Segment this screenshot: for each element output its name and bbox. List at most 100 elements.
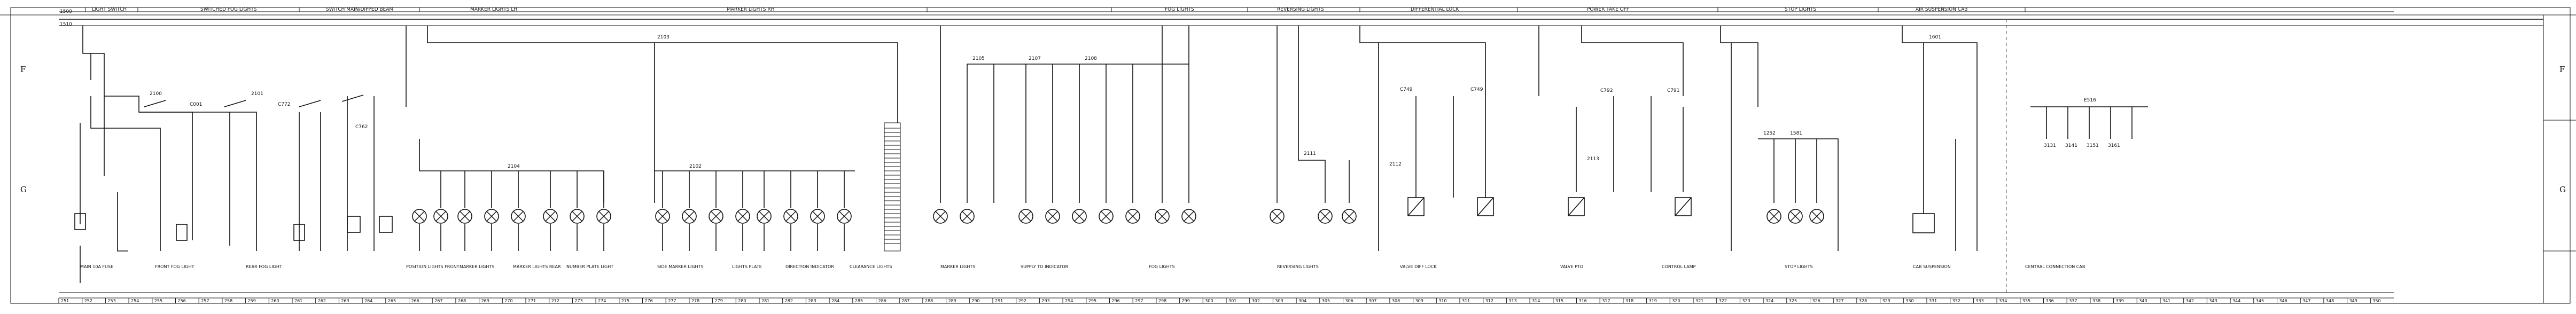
index-number: 321: [1695, 299, 1703, 303]
component-code: E516: [2084, 98, 2096, 103]
footer-description: MAIN 10A FUSE: [80, 264, 113, 269]
lamp-symbol: [457, 209, 472, 224]
lamp-group-stop: [1766, 209, 1824, 224]
index-number: 290: [971, 299, 979, 303]
index-number: 339: [2116, 299, 2124, 303]
index-number: 338: [2092, 299, 2100, 303]
component-code: C792: [1600, 88, 1613, 93]
index-number: 337: [2069, 299, 2077, 303]
wire-number: 2105: [972, 56, 985, 61]
lamp-symbol: [757, 209, 772, 224]
index-number: 342: [2186, 299, 2194, 303]
wire-number: 2113: [1587, 156, 1599, 162]
lamp-symbol: [596, 209, 611, 224]
footer-description: CENTRAL CONNECTION CAB: [2025, 264, 2085, 269]
lamp-symbol: [433, 209, 448, 224]
lamp-symbol: [1788, 209, 1803, 224]
lamp-symbol: [1181, 209, 1196, 224]
section-light-switch: LIGHT SWITCH: [92, 7, 127, 12]
index-number: 255: [154, 299, 162, 303]
footer-description: SUPPLY TO INDICATOR: [1021, 264, 1069, 269]
lamp-symbol: [484, 209, 499, 224]
wire-number: 3141: [2065, 143, 2077, 148]
index-number: 317: [1602, 299, 1610, 303]
index-number: 269: [481, 299, 489, 303]
index-number: 300: [1205, 299, 1213, 303]
index-number: 326: [1812, 299, 1820, 303]
index-number: 265: [388, 299, 396, 303]
index-number: 340: [2139, 299, 2147, 303]
header-bands: LIGHT SWITCH SWITCHED FOG LIGHTS SWITCH …: [59, 7, 2543, 26]
index-number: 324: [1765, 299, 1773, 303]
wire-number: 2107: [1029, 56, 1041, 61]
footer-description: MARKER LIGHTS: [940, 264, 975, 269]
index-number: 311: [1462, 299, 1470, 303]
index-number: 260: [271, 299, 279, 303]
index-number: 327: [1835, 299, 1843, 303]
index-number: 344: [2232, 299, 2240, 303]
lamp-group-reversing: [1270, 209, 1357, 224]
power-take-off: C792 C791 2113: [1538, 26, 1692, 216]
connector-block: [884, 64, 901, 252]
index-number: 276: [645, 299, 653, 303]
wire-number: 2101: [251, 91, 263, 97]
lamp-symbol: [1099, 209, 1114, 224]
index-number: 319: [1649, 299, 1657, 303]
index-number: 291: [995, 299, 1003, 303]
wire-number: 2102: [689, 164, 702, 169]
index-number: 270: [504, 299, 512, 303]
index-number: 346: [2279, 299, 2287, 303]
footer-description: POSITION LIGHTS FRONT: [406, 264, 460, 269]
wire-number: 3151: [2087, 143, 2099, 148]
right-row-label-f: F: [2559, 65, 2565, 74]
wire-number: 2104: [508, 164, 520, 169]
footer-description: VALVE DIFF LOCK: [1400, 264, 1437, 269]
lamp-symbol: [1766, 209, 1781, 224]
footer-description: NUMBER PLATE LIGHT: [566, 264, 613, 269]
footer-description: VALVE PTO: [1560, 264, 1583, 269]
footer-description: CONTROL LAMP: [1662, 264, 1696, 269]
section-air-suspension-cab: AIR SUSPENSION CAB: [1916, 7, 1967, 12]
lamp-symbol: [412, 209, 427, 224]
index-number: 278: [691, 299, 699, 303]
lamp-symbol: [543, 209, 558, 224]
air-suspension-cab: 1601: [1902, 26, 1978, 251]
index-number: 333: [1975, 299, 1983, 303]
index-number: 275: [621, 299, 629, 303]
index-number: 288: [925, 299, 933, 303]
lamp-symbol: [1270, 209, 1285, 224]
index-number: 257: [201, 299, 209, 303]
index-number: 303: [1275, 299, 1283, 303]
lamp-symbol: [837, 209, 852, 224]
index-number: 343: [2209, 299, 2217, 303]
marker-lights-rh: 2102 2103: [654, 35, 855, 251]
index-number: 328: [1859, 299, 1867, 303]
lamp-symbol: [1125, 209, 1140, 224]
index-number: 252: [84, 299, 92, 303]
index-number: 299: [1182, 299, 1190, 303]
index-number: 315: [1555, 299, 1563, 303]
index-number: 314: [1532, 299, 1540, 303]
index-number: 254: [131, 299, 139, 303]
wire-number: 2111: [1304, 151, 1316, 156]
index-number: 348: [2326, 299, 2334, 303]
index-number: 258: [224, 299, 232, 303]
index-number: 322: [1719, 299, 1727, 303]
index-number: 308: [1392, 299, 1400, 303]
index-number: 287: [901, 299, 909, 303]
index-number: 277: [668, 299, 676, 303]
index-number: 325: [1789, 299, 1797, 303]
footer-description: CAB SUSPENSION: [1913, 264, 1951, 269]
index-number: 282: [785, 299, 793, 303]
light-switch-circuit: C001 C772 C762 2100 2101: [74, 26, 393, 283]
lamp-symbol: [709, 209, 723, 224]
footer-description: CLEARANCE LIGHTS: [850, 264, 892, 269]
index-number: 283: [808, 299, 816, 303]
lamp-symbol: [1809, 209, 1824, 224]
marker-lights-lh: 2104: [406, 26, 898, 251]
lamp-symbol: [1318, 209, 1333, 224]
index-number: 263: [341, 299, 349, 303]
wire-number: 1252: [1763, 131, 1776, 136]
footer-description: REVERSING LIGHTS: [1277, 264, 1319, 269]
